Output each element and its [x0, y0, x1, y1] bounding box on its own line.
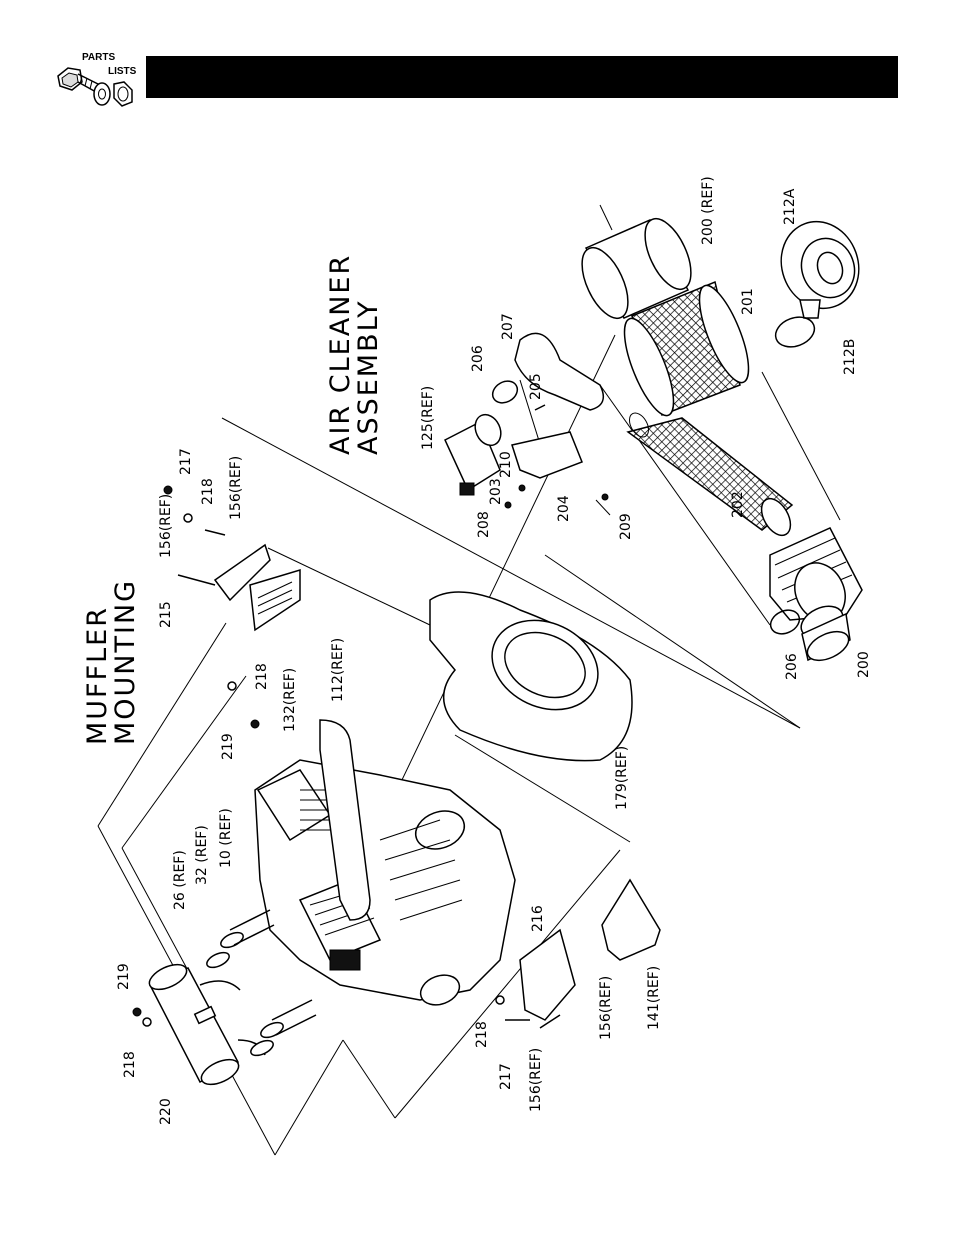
bracket-216 — [520, 930, 575, 1020]
screw-208 — [505, 502, 511, 508]
label-125-ref: 125(REF) — [420, 386, 436, 450]
inner-filter-202 — [626, 410, 797, 541]
muffler-220 — [146, 959, 265, 1089]
label-132-ref: 132(REF) — [282, 668, 298, 732]
label-204: 204 — [556, 495, 572, 522]
label-212b: 212B — [842, 339, 858, 375]
label-156-ref-upper-left: 156(REF) — [158, 494, 174, 558]
muffler-title-line1: MUFFLER — [82, 606, 113, 745]
screw-217-upper — [164, 486, 172, 494]
label-218-mid: 218 — [254, 663, 270, 690]
label-216: 216 — [530, 905, 546, 932]
label-203: 203 — [488, 478, 504, 505]
label-156-ref-lower-left: 156(REF) — [528, 1048, 544, 1112]
label-206-upper: 206 — [470, 345, 486, 372]
label-212a: 212A — [782, 188, 798, 225]
label-219-lower: 219 — [116, 963, 132, 990]
air-cleaner-title-line2: ASSEMBLY — [353, 299, 384, 455]
heat-shield-112ref — [250, 570, 300, 630]
label-200: 200 — [856, 651, 872, 678]
bracket-204 — [512, 432, 582, 478]
label-208: 208 — [476, 511, 492, 538]
label-206-lower: 206 — [784, 653, 800, 680]
blower-housing-179ref — [430, 592, 632, 761]
label-217-upper: 217 — [178, 448, 194, 475]
label-215: 215 — [158, 601, 174, 628]
label-10-ref: 10 (REF) — [218, 808, 234, 868]
label-218-right: 218 — [474, 1021, 490, 1048]
air-cleaner-title-line1: AIR CLEANER — [325, 254, 356, 455]
label-156-ref-upper-right: 156(REF) — [228, 456, 244, 520]
end-cap-212a — [769, 211, 871, 320]
washer-218-upper — [184, 514, 192, 522]
label-112-ref: 112(REF) — [330, 638, 346, 702]
label-205: 205 — [528, 373, 544, 400]
washer-218-right — [496, 996, 504, 1004]
label-201: 201 — [740, 288, 756, 315]
label-218-upper: 218 — [200, 478, 216, 505]
label-218-lower: 218 — [122, 1051, 138, 1078]
label-156-ref-lower-right: 156(REF) — [598, 976, 614, 1040]
screw-209 — [602, 494, 608, 500]
label-141-ref: 141(REF) — [646, 966, 662, 1030]
clamp-206-upper — [489, 377, 522, 407]
label-217-right: 217 — [498, 1063, 514, 1090]
label-207: 207 — [500, 313, 516, 340]
label-26-ref: 26 (REF) — [172, 850, 188, 910]
muffler-title-line2: MOUNTING — [110, 579, 141, 745]
label-219-mid: 219 — [220, 733, 236, 760]
screw-156ref-upper-2 — [205, 530, 225, 535]
washer-218-mid — [228, 682, 236, 690]
nut-210 — [519, 485, 525, 491]
guard-141ref — [602, 880, 660, 960]
label-32-ref: 32 (REF) — [194, 825, 210, 885]
nut-219-lower — [133, 1008, 141, 1016]
air-cleaner-base-200 — [770, 528, 862, 666]
label-220: 220 — [158, 1098, 174, 1125]
label-202: 202 — [730, 491, 746, 518]
label-200-ref: 200 (REF) — [700, 176, 716, 245]
screw-205 — [535, 405, 545, 410]
engine-assembly — [255, 720, 515, 1010]
label-209: 209 — [618, 513, 634, 540]
washer-218-lower — [143, 1018, 151, 1026]
label-210: 210 — [498, 451, 514, 478]
nut-219-mid — [251, 720, 259, 728]
screw-156ref-upper — [178, 575, 215, 585]
label-179-ref: 179(REF) — [614, 746, 630, 810]
